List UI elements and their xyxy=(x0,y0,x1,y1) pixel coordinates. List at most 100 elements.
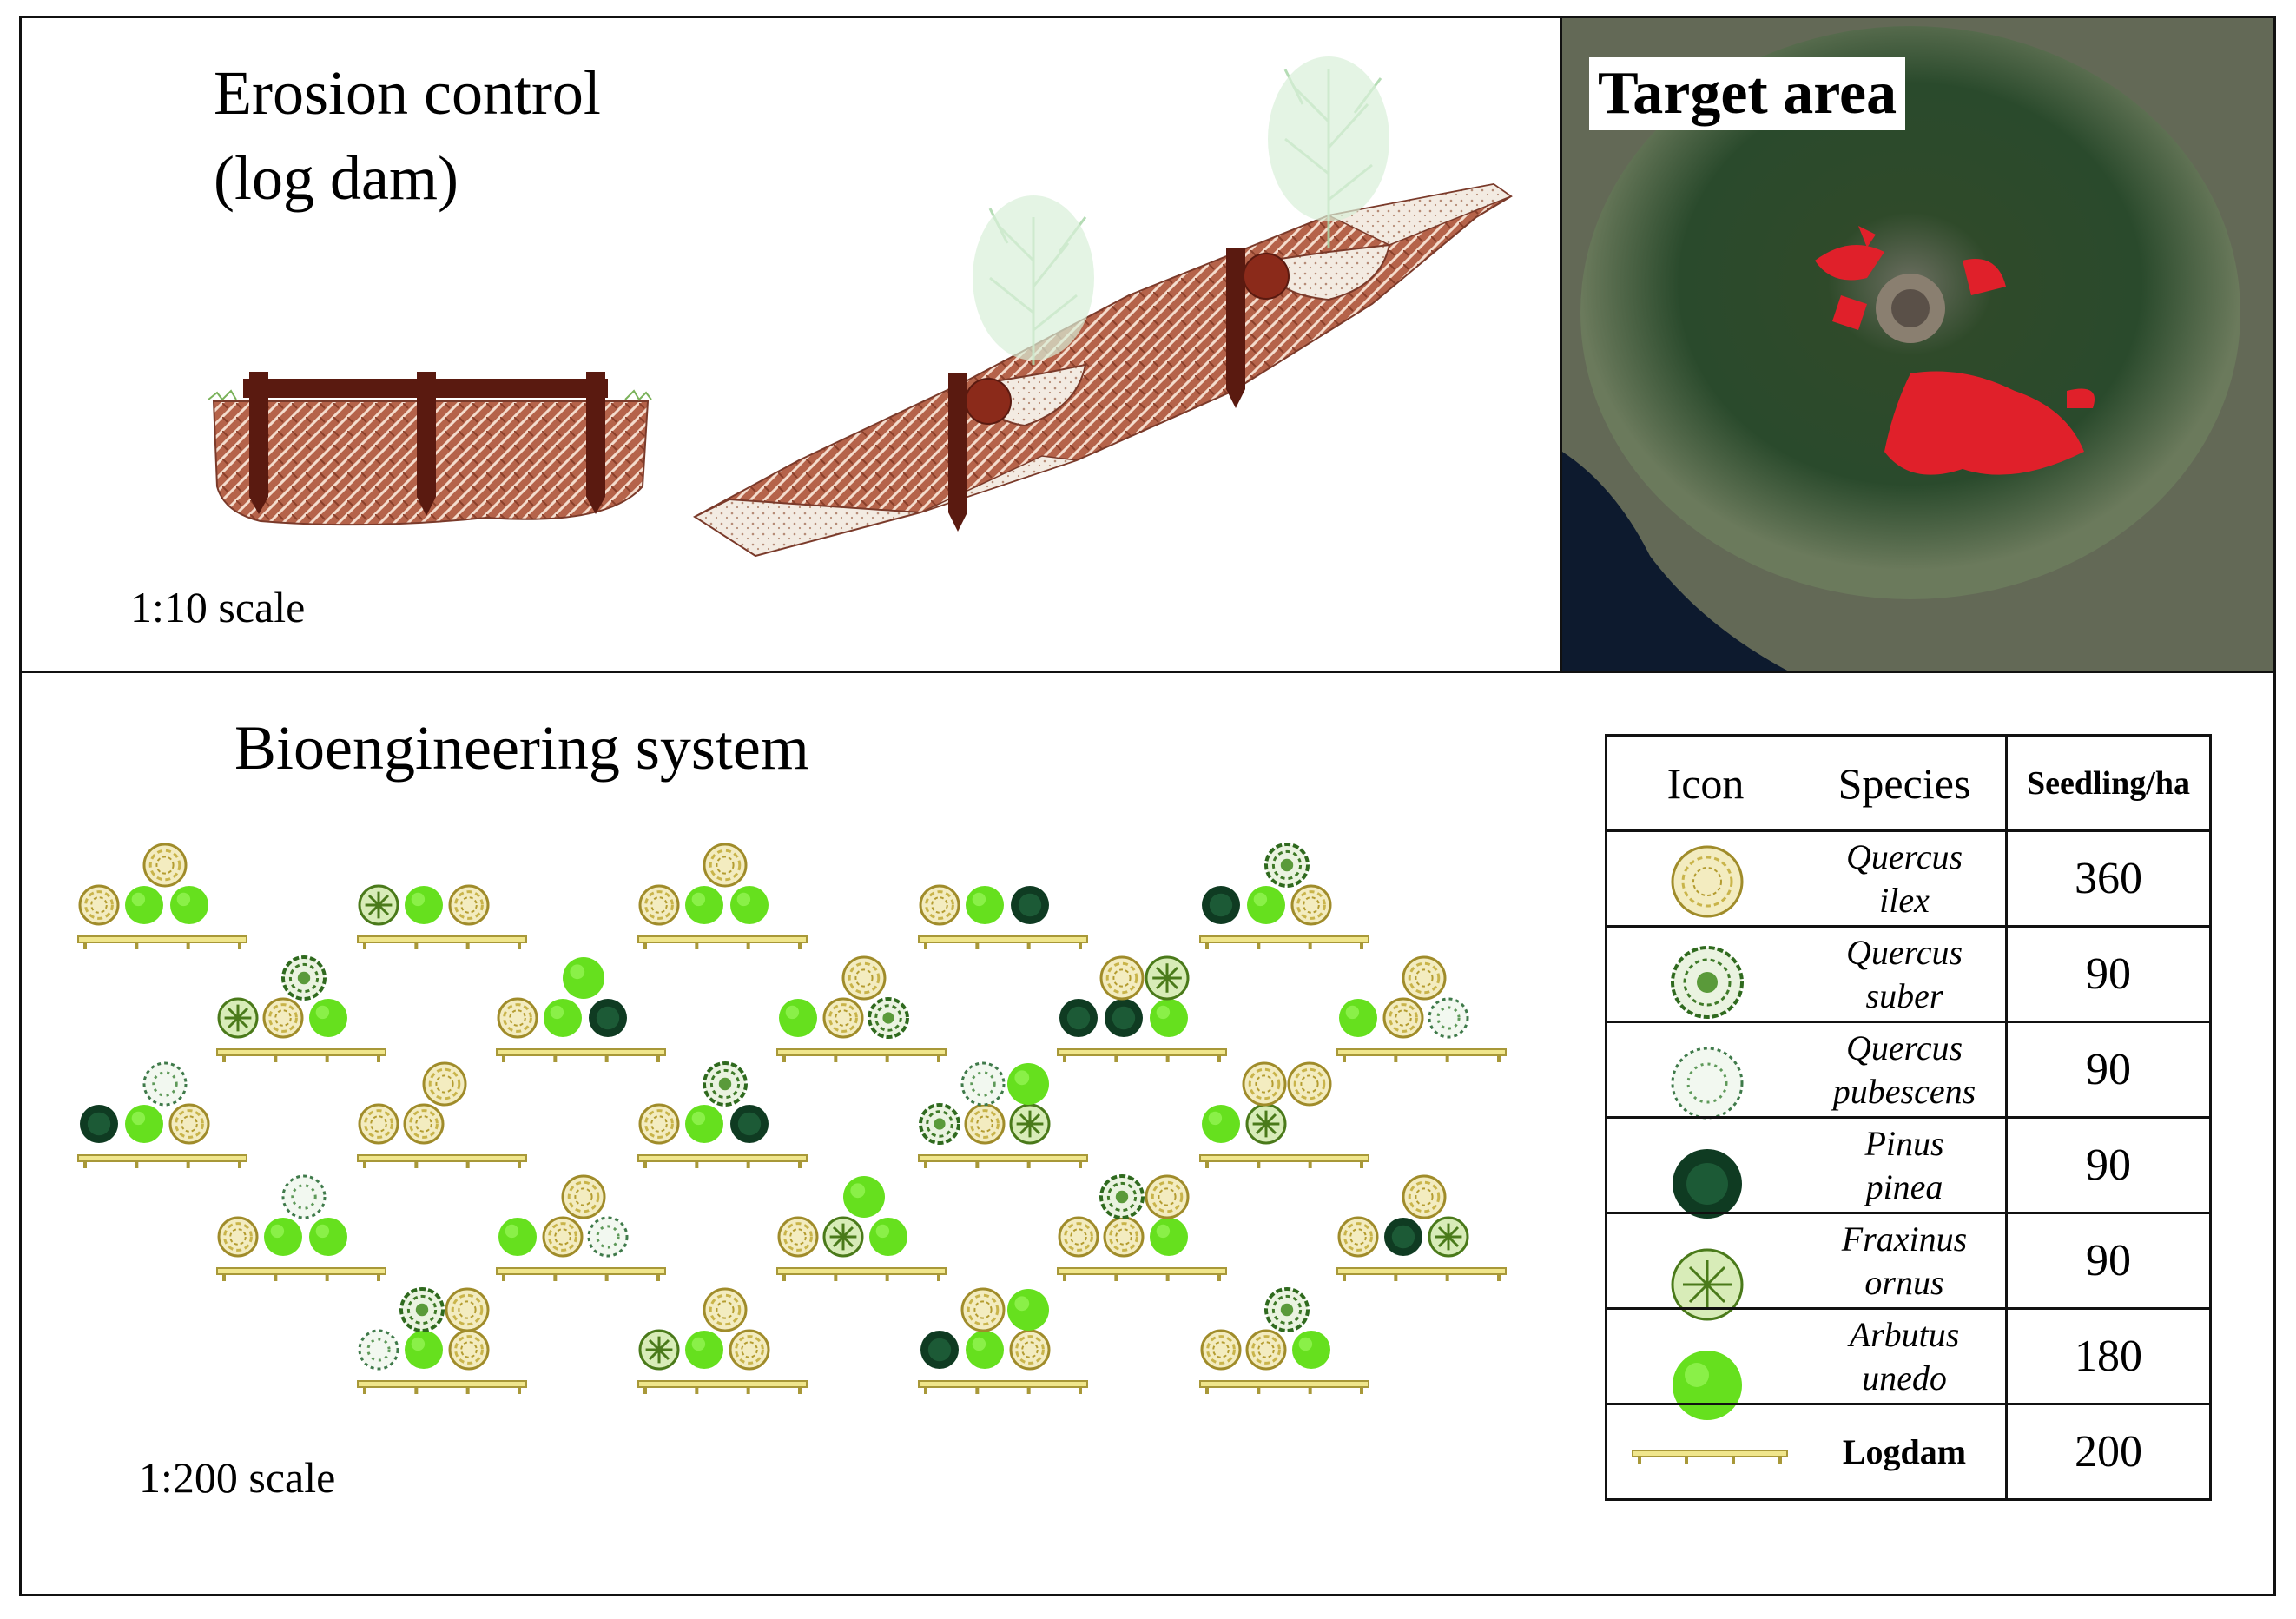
species-name-line2: pinea xyxy=(1865,1166,1943,1206)
arbutus-unedo-icon xyxy=(563,957,604,999)
quercus-ilex-icon xyxy=(703,843,748,888)
arbutus-unedo-icon xyxy=(264,1218,302,1256)
seedling-value: 90 xyxy=(2005,1212,2212,1310)
quercus-ilex-icon xyxy=(1145,1174,1190,1219)
species-name-line1: Arbutus xyxy=(1849,1314,1960,1354)
quercus-pubescens-icon xyxy=(587,1216,629,1258)
species-name-line1: Fraxinus xyxy=(1841,1219,1968,1259)
arbutus-unedo-icon xyxy=(1339,999,1377,1037)
arbutus-unedo-icon xyxy=(779,999,817,1037)
erosion-title-line1: Erosion control xyxy=(214,58,601,128)
quercus-ilex-icon xyxy=(1242,1061,1287,1107)
planting-group xyxy=(77,843,247,949)
planting-group xyxy=(1057,1174,1227,1281)
slope-log-dam-section xyxy=(692,56,1513,558)
planting-group xyxy=(216,955,386,1062)
planting-group xyxy=(637,1287,808,1394)
quercus-ilex-icon xyxy=(638,1103,680,1145)
logdam-icon xyxy=(77,1154,247,1168)
fraxinus-ornus-icon xyxy=(822,1216,864,1258)
quercus-ilex-icon xyxy=(1402,1174,1447,1219)
fraxinus-ornus-icon xyxy=(1145,955,1190,1001)
legend-header-icon: Icon xyxy=(1605,734,1804,832)
logdam-icon xyxy=(637,935,808,949)
fraxinus-ornus-icon xyxy=(1245,1103,1287,1145)
logdam-icon xyxy=(1199,1154,1369,1168)
quercus-pubescens-icon xyxy=(1428,997,1469,1039)
fraxinus-ornus-icon xyxy=(217,997,259,1039)
species-name-line1: Quercus xyxy=(1845,1028,1963,1067)
quercus-suber-icon xyxy=(703,1061,748,1107)
pinus-pinea-icon xyxy=(80,1105,118,1143)
logdam-icon xyxy=(918,1380,1088,1394)
quercus-ilex-icon xyxy=(561,1174,606,1219)
planting-group xyxy=(1057,955,1227,1062)
quercus-suber-icon xyxy=(868,997,909,1039)
target-area-label: Target area xyxy=(1589,57,1906,130)
planting-group xyxy=(357,884,527,949)
logdam-icon xyxy=(1057,1048,1227,1062)
fraxinus-ornus-icon xyxy=(358,884,399,926)
arbutus-unedo-icon xyxy=(966,1331,1004,1369)
quercus-ilex-icon xyxy=(217,1216,259,1258)
planting-group xyxy=(357,1061,527,1168)
quercus-suber-icon xyxy=(1099,1174,1145,1219)
pinus-pinea-icon xyxy=(920,1331,959,1369)
quercus-ilex-icon xyxy=(777,1216,819,1258)
planting-group xyxy=(496,1174,666,1281)
legend-icon-cell xyxy=(1605,925,1804,1023)
quercus-ilex-icon xyxy=(729,1329,770,1371)
quercus-ilex-icon xyxy=(168,1103,210,1145)
target-area-map xyxy=(1562,18,2273,671)
quercus-ilex-icon xyxy=(358,1103,399,1145)
bio-scale-label: 1:200 scale xyxy=(139,1453,336,1502)
quercus-ilex-icon xyxy=(1402,955,1447,1001)
logdam-icon xyxy=(216,1048,386,1062)
fraxinus-ornus-icon xyxy=(638,1329,680,1371)
logdam-icon xyxy=(357,1380,527,1394)
species-name-line2: suber xyxy=(1865,975,1943,1015)
species-name-line2: ornus xyxy=(1864,1262,1944,1302)
planting-group xyxy=(918,1061,1088,1168)
logdam-icon xyxy=(357,935,527,949)
fraxinus-ornus-icon xyxy=(1009,1103,1051,1145)
legend-icon-cell xyxy=(1605,1307,1804,1405)
legend-icon-cell xyxy=(1605,829,1804,928)
logdam-icon xyxy=(637,1154,808,1168)
legend-icon-cell xyxy=(1605,1212,1804,1310)
erosion-title-line2: (log dam) xyxy=(214,143,459,213)
seedling-value: 90 xyxy=(2005,925,2212,1023)
arbutus-unedo-icon xyxy=(1150,999,1188,1037)
planting-group xyxy=(918,1287,1088,1394)
seedling-value: 90 xyxy=(2005,1116,2212,1214)
logdam-icon xyxy=(1336,1048,1507,1062)
planting-group xyxy=(357,1287,527,1394)
pinus-pinea-icon xyxy=(1202,886,1240,924)
seedling-value: 360 xyxy=(2005,829,2212,928)
quercus-ilex-icon xyxy=(448,1329,490,1371)
quercus-ilex-icon xyxy=(1245,1329,1287,1371)
planting-group xyxy=(216,1174,386,1281)
seedling-value: 200 xyxy=(2005,1403,2212,1501)
quercus-ilex-icon xyxy=(78,884,120,926)
quercus-suber-icon xyxy=(1264,1287,1310,1332)
logdam-icon xyxy=(1057,1267,1227,1281)
fraxinus-ornus-icon xyxy=(1428,1216,1469,1258)
arbutus-unedo-icon xyxy=(125,1105,163,1143)
quercus-suber-icon xyxy=(281,955,327,1001)
planting-layout xyxy=(77,843,1507,1394)
quercus-ilex-icon xyxy=(822,997,864,1039)
quercus-ilex-icon xyxy=(542,1216,584,1258)
planting-group xyxy=(1336,1174,1507,1281)
quercus-ilex-icon xyxy=(964,1103,1006,1145)
planting-group xyxy=(77,1061,247,1168)
arbutus-unedo-icon xyxy=(685,1331,723,1369)
arbutus-unedo-icon xyxy=(498,1218,537,1256)
quercus-ilex-icon xyxy=(1009,1329,1051,1371)
